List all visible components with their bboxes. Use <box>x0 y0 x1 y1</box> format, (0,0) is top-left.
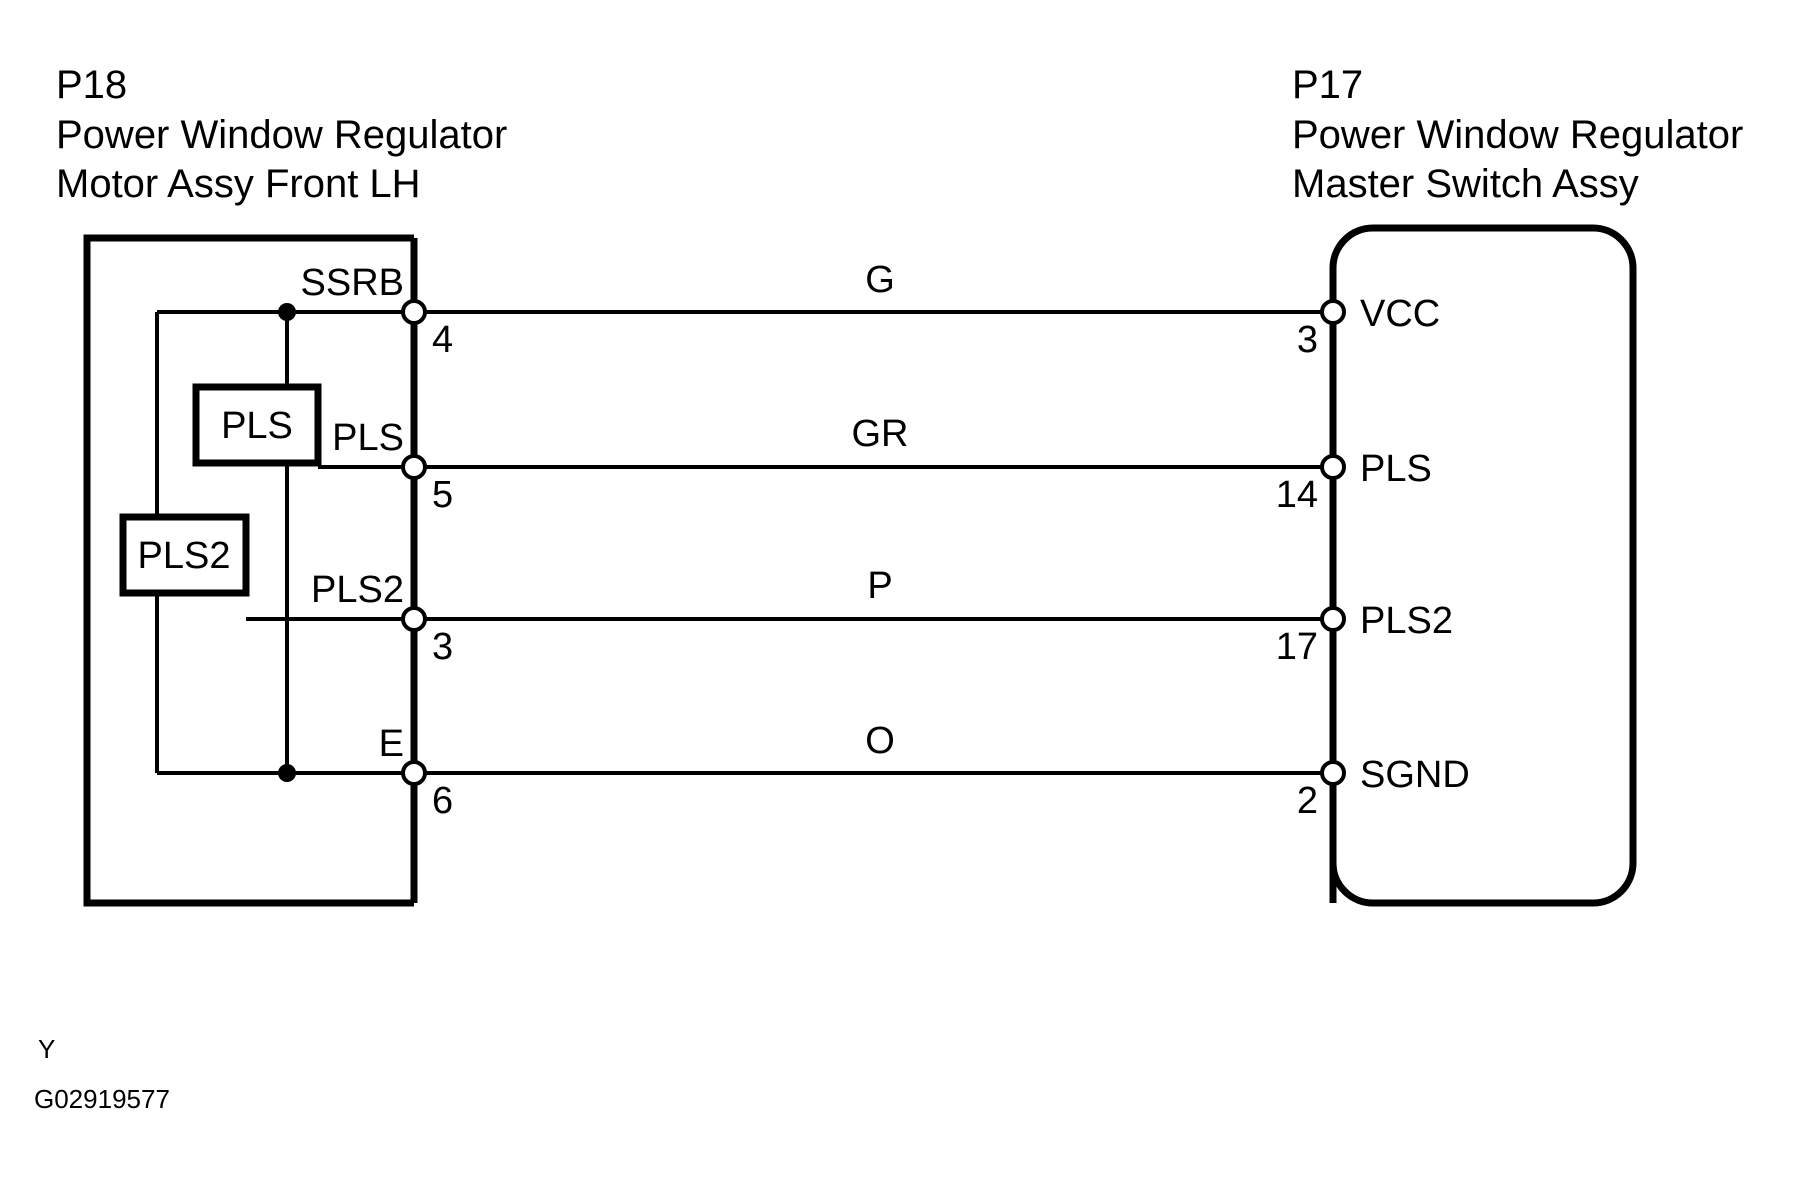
terminal-pin-3 <box>401 606 427 632</box>
terminal-pin-2-right <box>1320 760 1346 786</box>
sensor-block-pls-label: PLS <box>221 405 293 447</box>
right-connector-name-2: Master Switch Assy <box>1292 162 1639 206</box>
right-terminal-name-vcc: VCC <box>1360 293 1440 335</box>
left-terminal-name-pls2: PLS2 <box>311 569 404 611</box>
left-terminal-name-e: E <box>379 723 404 765</box>
right-pin-number-3: 3 <box>1297 319 1318 361</box>
footer-marker: Y <box>38 1034 55 1064</box>
terminal-pin-6 <box>401 760 427 786</box>
junction-dot-ssrb <box>278 303 296 321</box>
right-pin-number-2: 2 <box>1297 780 1318 822</box>
sensor-block-pls2-label: PLS2 <box>138 535 231 577</box>
terminal-pin-3-right <box>1320 299 1346 325</box>
sensor-block-pls2 <box>119 513 250 597</box>
right-terminal-name-pls2: PLS2 <box>1360 600 1453 642</box>
right-pin-number-14: 14 <box>1276 474 1318 516</box>
left-pin-number-5: 5 <box>432 474 453 516</box>
right-terminal-name-pls: PLS <box>1360 448 1432 490</box>
wire-label-g: G <box>865 259 895 301</box>
terminal-pin-5 <box>401 454 427 480</box>
left-terminal-name-ssrb: SSRB <box>301 262 404 304</box>
sensor-block-pls <box>192 383 322 467</box>
figure-id-label: G02919577 <box>34 1084 170 1114</box>
harness-wires <box>414 310 1333 775</box>
terminal-pin-17-right <box>1320 606 1346 632</box>
right-connector-name-1: Power Window Regulator <box>1292 113 1743 157</box>
wire-label-o: O <box>865 720 895 762</box>
right-pin-number-17: 17 <box>1276 626 1318 668</box>
junction-dot-ground <box>278 764 296 782</box>
right-terminal-name-sgnd: SGND <box>1360 754 1470 796</box>
right-connector-outline <box>1329 224 1637 907</box>
left-connector-outline <box>83 234 418 907</box>
left-connector-name-1: Power Window Regulator <box>56 113 507 157</box>
wire-label-gr: GR <box>852 413 909 455</box>
terminal-pin-4 <box>401 299 427 325</box>
right-terminal-pins <box>1320 299 1346 786</box>
left-connector-name-2: Motor Assy Front LH <box>56 162 421 206</box>
left-pin-number-3: 3 <box>432 626 453 668</box>
left-terminal-pins <box>401 299 427 786</box>
left-terminal-name-pls: PLS <box>332 417 404 459</box>
right-connector-code: P17 <box>1292 63 1363 107</box>
left-connector-code: P18 <box>56 63 127 107</box>
terminal-pin-14-right <box>1320 454 1346 480</box>
wire-label-p: P <box>867 565 892 607</box>
left-pin-number-4: 4 <box>432 319 453 361</box>
left-pin-number-6: 6 <box>432 780 453 822</box>
